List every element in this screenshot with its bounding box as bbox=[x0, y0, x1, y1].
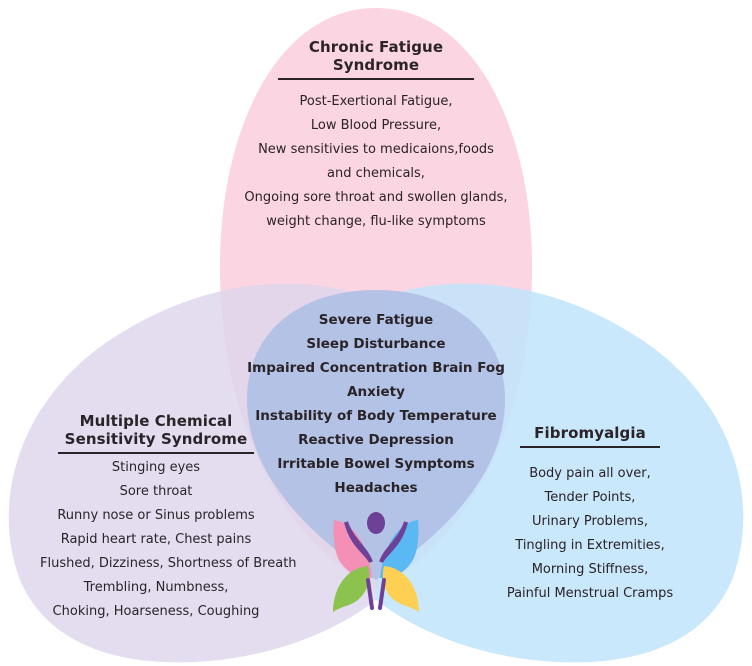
list-item: Morning Stiffness, bbox=[531, 562, 649, 577]
fibromyalgia-section: Fibromyalgia Body pain all over, Tender … bbox=[490, 424, 690, 606]
list-item: Rapid heart rate, Chest pains bbox=[60, 532, 252, 547]
list-item: Flushed, Dizziness, Shortness of Breath bbox=[40, 556, 297, 571]
chronic-fatigue-symptom-list: Post-Exertional Fatigue, Low Blood Press… bbox=[240, 90, 512, 234]
fibromyalgia-title-underline bbox=[520, 446, 660, 448]
multiple-chemical-title-underline bbox=[58, 452, 254, 454]
list-item: Anxiety bbox=[347, 384, 405, 400]
list-item: Headaches bbox=[334, 480, 418, 496]
list-item: Low Blood Pressure, bbox=[310, 118, 442, 133]
fibromyalgia-title: Fibromyalgia bbox=[534, 424, 646, 442]
list-item: weight change, flu-like symptoms bbox=[266, 214, 486, 229]
multiple-chemical-title-line1: Multiple Chemical bbox=[79, 412, 233, 430]
list-item: Irritable Bowel Symptoms bbox=[277, 456, 475, 472]
list-item: Impaired Concentration Brain Fog bbox=[247, 360, 505, 376]
multiple-chemical-section: Multiple Chemical Sensitivity Syndrome S… bbox=[40, 412, 297, 624]
logo-leg-right bbox=[378, 578, 386, 610]
list-item: Post-Exertional Fatigue, bbox=[299, 94, 453, 109]
logo-head bbox=[367, 512, 385, 534]
chronic-fatigue-section: Chronic Fatigue Syndrome Post-Exertional… bbox=[240, 38, 512, 234]
logo-wing-yellow bbox=[382, 566, 419, 612]
multiple-chemical-symptom-list: Stinging eyes Sore throat Runny nose or … bbox=[40, 456, 297, 624]
list-item: New sensitivies to medicaions,foods bbox=[258, 142, 494, 157]
list-item: Tender Points, bbox=[544, 490, 636, 505]
logo-wing-pink bbox=[333, 520, 372, 579]
list-item: Urinary Problems, bbox=[532, 514, 648, 529]
list-item: Severe Fatigue bbox=[318, 312, 434, 328]
chronic-fatigue-title: Chronic Fatigue Syndrome bbox=[240, 38, 512, 74]
list-item: Choking, Hoarseness, Coughing bbox=[52, 604, 260, 619]
logo-arm-left bbox=[344, 521, 373, 564]
list-item: Runny nose or Sinus problems bbox=[57, 508, 255, 523]
list-item: Stinging eyes bbox=[111, 460, 201, 475]
logo-leg-left bbox=[366, 578, 374, 610]
list-item: Sore throat bbox=[119, 484, 193, 499]
multiple-chemical-title-line2: Sensitivity Syndrome bbox=[64, 430, 248, 448]
chronic-fatigue-title-underline bbox=[278, 78, 474, 80]
shared-symptom-list: Severe Fatigue Sleep Disturbance Impaire… bbox=[246, 308, 506, 500]
list-item: Sleep Disturbance bbox=[306, 336, 446, 352]
list-item: Trembling, Numbness, bbox=[83, 580, 229, 595]
chronic-fatigue-title-line2: Syndrome bbox=[332, 56, 420, 74]
fibromyalgia-symptom-list: Body pain all over, Tender Points, Urina… bbox=[490, 462, 690, 606]
logo-wing-green bbox=[333, 566, 370, 612]
multiple-chemical-title: Multiple Chemical Sensitivity Syndrome bbox=[40, 412, 272, 448]
list-item: and chemicals, bbox=[327, 166, 425, 181]
chronic-fatigue-title-line1: Chronic Fatigue bbox=[308, 38, 444, 56]
list-item: Body pain all over, bbox=[529, 466, 651, 481]
shared-overlap-shape bbox=[247, 290, 505, 580]
logo-wing-blue bbox=[380, 520, 419, 579]
list-item: Ongoing sore throat and swollen glands, bbox=[244, 190, 508, 205]
list-item: Painful Menstrual Cramps bbox=[506, 586, 674, 601]
list-item: Tingling in Extremities, bbox=[515, 538, 665, 553]
list-item: Reactive Depression bbox=[298, 432, 454, 448]
list-item: Instability of Body Temperature bbox=[255, 408, 497, 424]
butterfly-person-icon bbox=[333, 512, 419, 612]
shared-symptoms-section: Severe Fatigue Sleep Disturbance Impaire… bbox=[246, 308, 506, 500]
logo-arm-right bbox=[379, 521, 408, 564]
